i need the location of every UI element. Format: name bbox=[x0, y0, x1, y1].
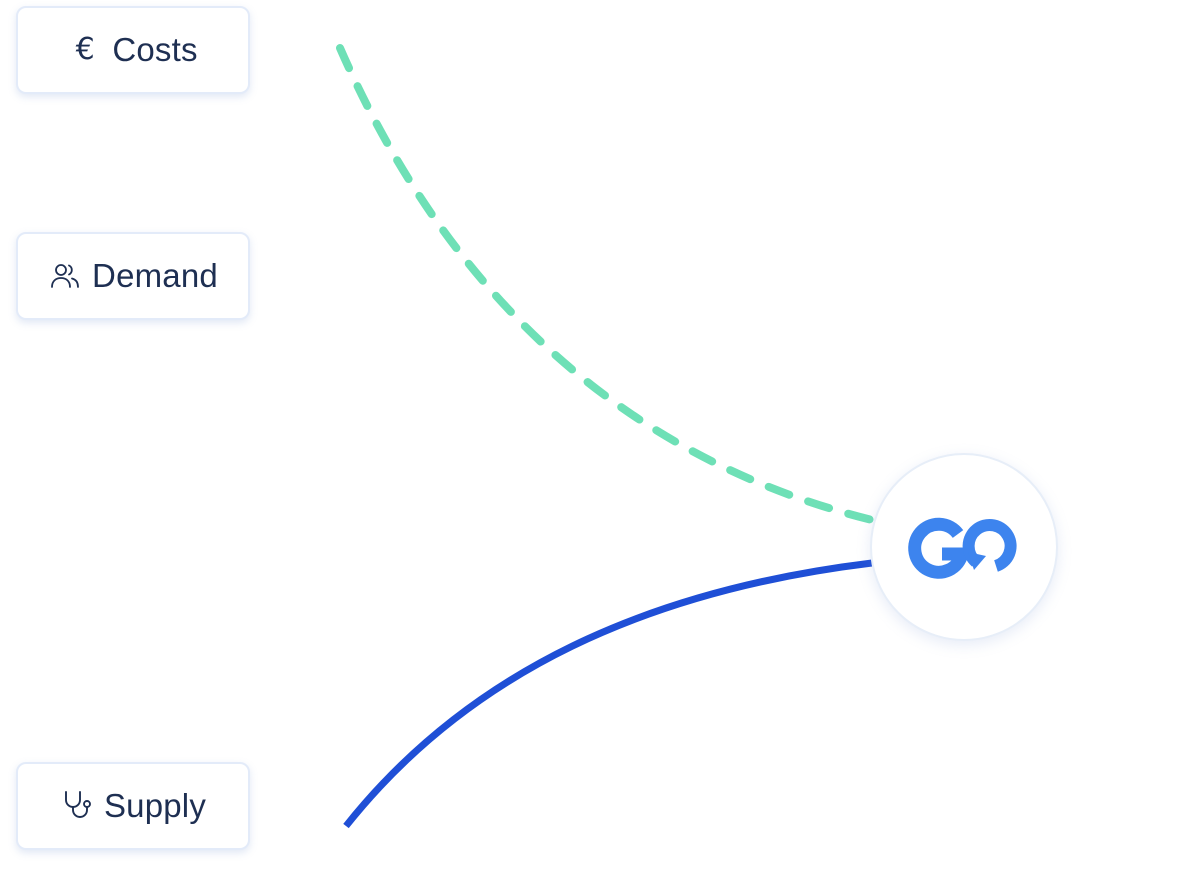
demand-label: Demand bbox=[92, 257, 218, 294]
stethoscope-icon bbox=[60, 789, 94, 823]
euro-icon: € bbox=[75, 32, 95, 67]
costs-connector-dashed bbox=[336, 44, 876, 524]
supply-label: Supply bbox=[103, 787, 207, 824]
costs-node[interactable]: € Costs bbox=[16, 6, 250, 94]
demand-node[interactable]: Demand bbox=[16, 232, 250, 320]
hub-node[interactable] bbox=[870, 453, 1058, 641]
costs-label: Costs bbox=[112, 31, 198, 68]
supply-connector-solid bbox=[343, 559, 873, 829]
supply-node[interactable]: Supply bbox=[16, 762, 250, 850]
users-icon bbox=[48, 259, 82, 293]
go-logo-icon bbox=[908, 517, 1017, 579]
